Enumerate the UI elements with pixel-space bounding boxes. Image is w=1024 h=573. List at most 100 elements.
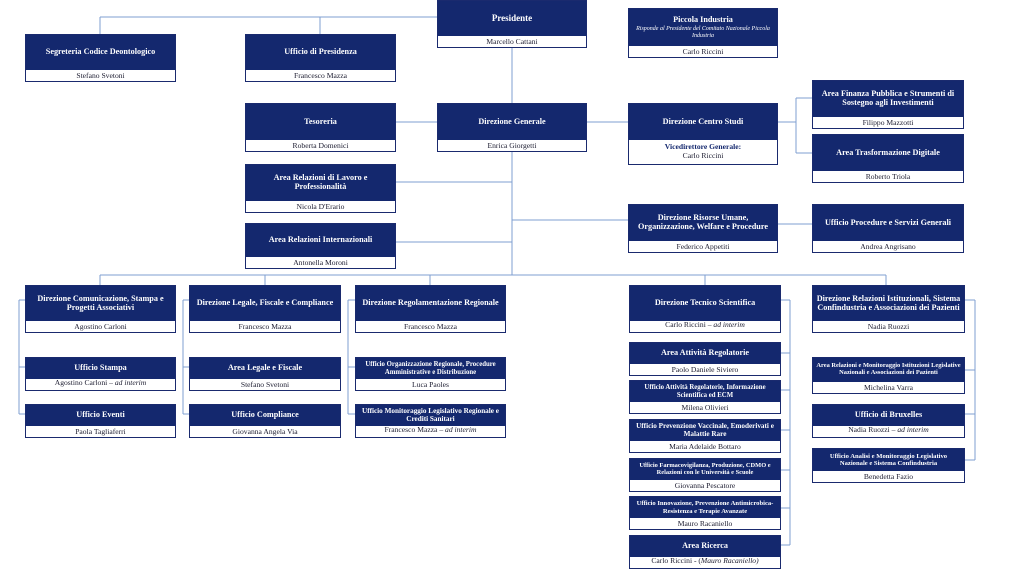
box-title: Area Relazioni e Monitoraggio Istituzion…: [813, 358, 964, 382]
box-person: Maria Adelaide Bottaro: [669, 441, 741, 451]
box-title: Ufficio Analisi e Monitoraggio Legislati…: [813, 449, 964, 471]
box-person: Francesco Mazza: [404, 321, 457, 331]
box-direzione-legale: Direzione Legale, Fiscale e Compliance F…: [189, 285, 341, 333]
box-subtitle: Risponde al Presidente del Comitato Nazi…: [636, 26, 770, 39]
box-title: Ufficio Innovazione, Prevenzione Antimic…: [630, 497, 780, 518]
box-title: Direzione Risorse Umane, Organizzazione,…: [629, 205, 777, 241]
box-person: Marcello Cattani: [486, 36, 538, 46]
box-ufficio-analisi-monitoraggio: Ufficio Analisi e Monitoraggio Legislati…: [812, 448, 965, 483]
ad-interim-label: ad interim: [114, 378, 147, 387]
box-person: Roberta Domenici: [292, 140, 349, 150]
box-person-name: Agostino Carloni –: [54, 378, 115, 387]
box-title: Ufficio Monitoraggio Legislativo Regiona…: [356, 405, 505, 426]
box-ufficio-prevenzione-vaccinale: Ufficio Prevenzione Vaccinale, Emoderiva…: [629, 419, 781, 453]
box-ufficio-bruxelles: Ufficio di Bruxelles Nadia Ruozzi – ad i…: [812, 404, 965, 438]
box-title: Presidente: [438, 1, 586, 36]
box-ufficio-procedure-servizi: Ufficio Procedure e Servizi Generali And…: [812, 204, 964, 253]
box-person: Andrea Angrisano: [860, 241, 916, 251]
box-ufficio-presidenza: Ufficio di Presidenza Francesco Mazza: [245, 34, 396, 82]
box-person: Agostino Carloni – ad interim: [26, 378, 175, 391]
box-title: Ufficio Procedure e Servizi Generali: [813, 205, 963, 241]
box-person: Francesco Mazza: [294, 70, 347, 80]
box-person: Carlo Riccini: [682, 46, 724, 56]
box-person: Carlo Riccini - (Mauro Racaniello): [630, 556, 780, 569]
box-area-finanza-pubblica: Area Finanza Pubblica e Strumenti di Sos…: [812, 80, 964, 129]
box-title: Direzione Centro Studi: [629, 104, 777, 140]
box-person: Milena Olivieri: [681, 402, 729, 412]
box-person-name: Carlo Riccini –: [665, 320, 714, 329]
box-person: Vicedirettore Generale: Carlo Riccini: [629, 140, 777, 164]
box-person: Giovanna Angela Via: [232, 426, 298, 436]
box-area-attivita-regolatorie: Area Attività Regolatorie Paolo Daniele …: [629, 342, 781, 376]
box-title: Ufficio Attività Regolatorie, Informazio…: [630, 381, 780, 402]
box-title: Direzione Generale: [438, 104, 586, 140]
box-ufficio-monitoraggio-legislativo: Ufficio Monitoraggio Legislativo Regiona…: [355, 404, 506, 438]
box-title: Ufficio Eventi: [26, 405, 175, 426]
box-person: Enrica Giorgetti: [487, 140, 537, 150]
box-title: Ufficio Stampa: [26, 358, 175, 379]
box-ufficio-stampa: Ufficio Stampa Agostino Carloni – ad int…: [25, 357, 176, 391]
box-area-relazioni-internazionali: Area Relazioni Internazionali Antonella …: [245, 223, 396, 269]
box-title: Area Ricerca: [630, 536, 780, 557]
box-title: Tesoreria: [246, 104, 395, 140]
box-title: Ufficio Farmacovigilanza, Produzione, CD…: [630, 459, 780, 480]
box-title: Area Finanza Pubblica e Strumenti di Sos…: [813, 81, 963, 117]
box-title: Ufficio di Presidenza: [246, 35, 395, 70]
box-person: Federico Appetiti: [676, 241, 730, 251]
box-title: Direzione Regolamentazione Regionale: [356, 286, 505, 321]
box-area-legale-fiscale: Area Legale e Fiscale Stefano Svetoni: [189, 357, 341, 391]
box-title: Direzione Relazioni Istituzionali, Siste…: [813, 286, 964, 321]
box-area-relazioni-lavoro: Area Relazioni di Lavoro e Professionali…: [245, 164, 396, 213]
box-ufficio-attivita-regolatorie: Ufficio Attività Regolatorie, Informazio…: [629, 380, 781, 414]
box-person: Michelina Varra: [864, 382, 913, 392]
box-area-trasformazione-digitale: Area Trasformazione Digitale Roberto Tri…: [812, 134, 964, 183]
vice-label: Vicedirettore Generale:: [664, 142, 742, 152]
box-title: Area Relazioni di Lavoro e Professionali…: [246, 165, 395, 201]
box-ufficio-compliance: Ufficio Compliance Giovanna Angela Via: [189, 404, 341, 438]
box-title: Ufficio di Bruxelles: [813, 405, 964, 426]
box-person: Paola Tagliaferri: [75, 426, 126, 436]
box-title: Area Legale e Fiscale: [190, 358, 340, 379]
box-title: Direzione Comunicazione, Stampa e Proget…: [26, 286, 175, 321]
box-person: Agostino Carloni: [74, 321, 127, 331]
box-ufficio-organizzazione-regionale: Ufficio Organizzazione Regionale, Proced…: [355, 357, 506, 391]
box-person-name: Carlo Riccini: [682, 151, 724, 160]
box-person: Paolo Daniele Siviero: [671, 364, 739, 374]
box-person-name: Carlo Riccini - (: [651, 556, 701, 565]
box-person: Giovanna Pescatore: [674, 480, 736, 490]
box-person-name: Francesco Mazza –: [384, 425, 446, 434]
box-person: Francesco Mazza – ad interim: [356, 425, 505, 438]
box-person: Francesco Mazza: [238, 321, 292, 331]
box-person: Nicola D'Erario: [296, 201, 345, 211]
box-person: Filippo Mazzotti: [862, 117, 914, 127]
box-title-text: Piccola Industria: [673, 14, 733, 24]
box-title: Ufficio Organizzazione Regionale, Proced…: [356, 358, 505, 379]
interim-name: Mauro Racaniello): [700, 556, 759, 565]
box-title: Piccola Industria Risponde al Presidente…: [629, 9, 777, 46]
box-person: Antonella Moroni: [293, 257, 348, 267]
box-person: Nadia Ruozzi: [867, 321, 910, 331]
box-person: Stefano Svetoni: [240, 379, 290, 389]
box-title: Direzione Tecnico Scientifica: [630, 286, 780, 321]
box-tesoreria: Tesoreria Roberta Domenici: [245, 103, 396, 152]
box-segreteria-codice-deontologico: Segreteria Codice Deontologico Stefano S…: [25, 34, 176, 82]
box-direzione-comunicazione: Direzione Comunicazione, Stampa e Proget…: [25, 285, 176, 333]
box-person: Benedetta Fazio: [863, 471, 914, 481]
box-title: Area Relazioni Internazionali: [246, 224, 395, 257]
box-direzione-relazioni-istituzionali: Direzione Relazioni Istituzionali, Siste…: [812, 285, 965, 333]
box-person: Nadia Ruozzi – ad interim: [813, 425, 964, 438]
box-title: Area Trasformazione Digitale: [813, 135, 963, 171]
box-title: Ufficio Prevenzione Vaccinale, Emoderiva…: [630, 420, 780, 441]
box-presidente: Presidente Marcello Cattani: [437, 0, 587, 48]
box-person: Mauro Racaniello: [677, 518, 733, 528]
ad-interim-label: ad interim: [713, 320, 745, 329]
box-title: Segreteria Codice Deontologico: [26, 35, 175, 70]
ad-interim-label: ad interim: [445, 425, 477, 434]
box-area-relazioni-monitoraggio: Area Relazioni e Monitoraggio Istituzion…: [812, 357, 965, 394]
box-person: Roberto Triola: [865, 171, 911, 181]
ad-interim-label: ad interim: [897, 425, 929, 434]
box-ufficio-innovazione: Ufficio Innovazione, Prevenzione Antimic…: [629, 496, 781, 530]
box-direzione-tecnico-scientifica: Direzione Tecnico Scientifica Carlo Ricc…: [629, 285, 781, 333]
box-title: Direzione Legale, Fiscale e Compliance: [190, 286, 340, 321]
